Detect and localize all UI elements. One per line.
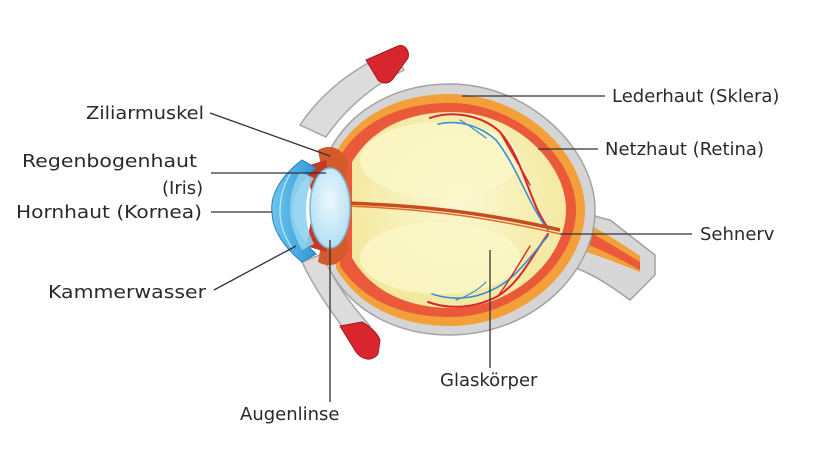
label-retina: Netzhaut (Retina) [605, 139, 764, 160]
retinal-blood-vessels [427, 113, 549, 308]
leader-ciliary [209, 112, 331, 157]
leader-lines [209, 95, 692, 402]
aqueous-humor [290, 172, 314, 250]
vitreous-body [352, 112, 566, 308]
lower-eye-muscle [300, 253, 381, 360]
label-cornea: Hornhaut (Kornea) [16, 202, 202, 223]
label-sclera: Lederhaut (Sklera) [612, 86, 779, 107]
label-lens: Augenlinse [240, 404, 340, 425]
central-retinal-vessel [345, 201, 561, 235]
label-aqueous: Kammerwasser [48, 282, 207, 303]
label-ciliary: Ziliarmuskel [86, 103, 204, 124]
label-iris-line1: Regenbogenhaut [22, 151, 197, 172]
label-optic-nerve: Sehnerv [700, 224, 775, 245]
upper-eye-muscle [298, 45, 409, 138]
eye-lens [309, 167, 351, 249]
label-iris-line2: (Iris) [162, 178, 203, 199]
leader-aqueous [213, 245, 297, 291]
label-vitreous: Glaskörper [440, 370, 538, 391]
